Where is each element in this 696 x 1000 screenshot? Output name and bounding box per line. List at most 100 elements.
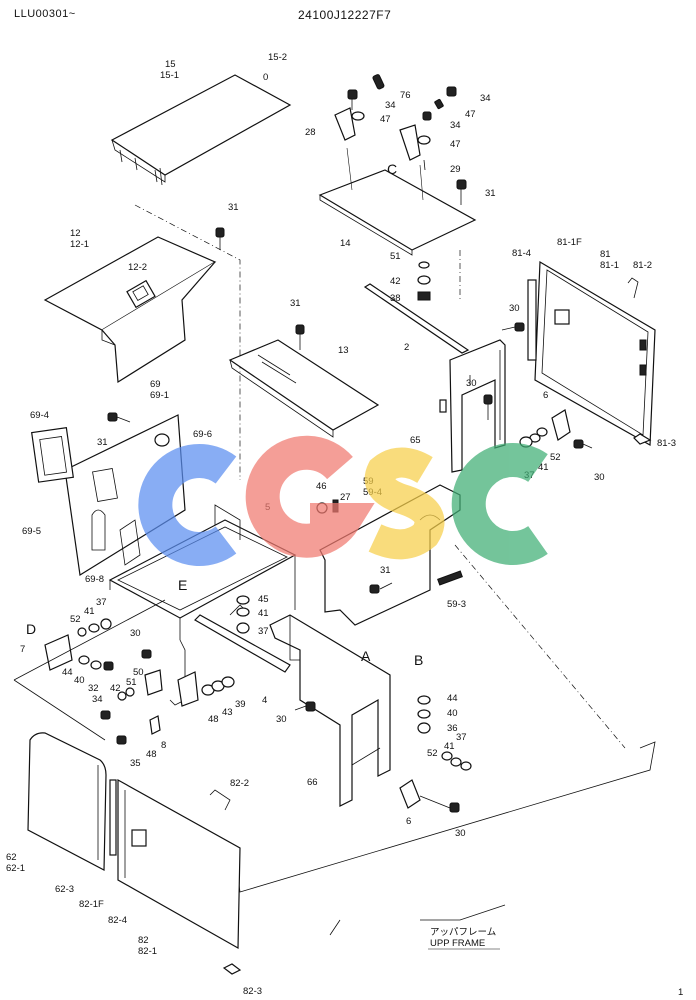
label-30-b: 30 [466, 378, 477, 389]
label-69-6: 69-6 [193, 429, 212, 440]
label-81-4: 81-4 [512, 248, 531, 259]
label-81-3: 81-3 [657, 438, 676, 449]
label-43: 43 [222, 707, 233, 718]
label-30-a: 30 [509, 303, 520, 314]
label-81-2: 81-2 [633, 260, 652, 271]
label-40-b: 40 [447, 708, 458, 719]
watermark-letter-g [245, 435, 375, 558]
label-36: 36 [447, 723, 458, 734]
label-31-c: 31 [290, 298, 301, 309]
label-29: 29 [450, 164, 461, 175]
part-66-stand [269, 614, 460, 813]
parts-51-42-38-2 [363, 261, 470, 354]
label-44-a: 44 [62, 667, 73, 678]
part-12-cover [43, 227, 225, 384]
label-69: 69 [150, 379, 161, 390]
label-52-a: 52 [550, 452, 561, 463]
watermark-letter-c1 [138, 444, 237, 566]
label-51-a: 51 [390, 251, 401, 262]
label-30-e: 30 [276, 714, 287, 725]
upper-frame-label-jp: アッパフレーム [430, 927, 496, 938]
label-52-b: 52 [70, 614, 81, 625]
view-letter-c: C [387, 161, 397, 177]
label-30-f: 30 [455, 828, 466, 839]
label-41-d: 41 [444, 741, 455, 752]
label-66: 66 [307, 777, 318, 788]
label-31-a: 31 [485, 188, 496, 199]
label-59-3: 59-3 [447, 599, 466, 610]
part-81-panel [527, 260, 656, 447]
label-2: 2 [404, 342, 409, 353]
label-38: 38 [390, 293, 401, 304]
label-27: 27 [340, 492, 351, 503]
watermark-letter-s [364, 447, 445, 560]
header-code-left: LLU00301~ [14, 8, 76, 20]
label-0: 0 [263, 72, 268, 83]
label-41-a: 41 [538, 462, 549, 473]
label-42-a: 42 [390, 276, 401, 287]
label-35: 35 [130, 758, 141, 769]
label-76: 76 [400, 90, 411, 101]
washers-right-44-40-36 [417, 695, 472, 771]
label-82: 82 [138, 935, 149, 946]
label-30-c: 30 [594, 472, 605, 483]
label-62-1: 62-1 [6, 863, 25, 874]
label-6-a: 6 [543, 390, 548, 401]
label-14: 14 [340, 238, 351, 249]
label-82-2: 82-2 [230, 778, 249, 789]
upper-frame-label-en: UPP FRAME [430, 938, 485, 949]
label-31-d: 31 [97, 437, 108, 448]
view-letter-b: B [414, 652, 423, 668]
label-15-2: 15-2 [268, 52, 287, 63]
label-82-1: 82-1 [138, 946, 157, 957]
label-47-b: 47 [465, 109, 476, 120]
label-50: 50 [133, 667, 144, 678]
label-41-b: 41 [258, 608, 269, 619]
label-47-a: 47 [380, 114, 391, 125]
label-31-e: 31 [380, 565, 391, 576]
label-37-c: 37 [96, 597, 107, 608]
label-7: 7 [20, 644, 25, 655]
label-62-3: 62-3 [55, 884, 74, 895]
label-47-c: 47 [450, 139, 461, 150]
label-52-c: 52 [427, 748, 438, 759]
label-41-c: 41 [84, 606, 95, 617]
label-69-8: 69-8 [85, 574, 104, 585]
label-4: 4 [262, 695, 267, 706]
label-69-5: 69-5 [22, 526, 41, 537]
label-34-d: 34 [92, 694, 103, 705]
label-69-1: 69-1 [150, 390, 169, 401]
washers-45-41-37 [236, 595, 250, 634]
label-51-b: 51 [126, 677, 137, 688]
label-40-a: 40 [74, 675, 85, 686]
label-81-1: 81-1 [600, 260, 619, 271]
label-82-4: 82-4 [108, 915, 127, 926]
watermark-letter-c2 [451, 443, 548, 565]
label-65: 65 [410, 435, 421, 446]
part-6-bracket-right [519, 409, 593, 449]
label-12-1: 12-1 [70, 239, 89, 250]
part-13-plate [228, 324, 380, 438]
view-letter-e: E [178, 577, 187, 593]
page-number: 1 [678, 987, 683, 998]
part-14-plate [318, 74, 477, 256]
label-81: 81 [600, 249, 611, 260]
label-34-a: 34 [385, 100, 396, 111]
label-39: 39 [235, 699, 246, 710]
label-69-4: 69-4 [30, 410, 49, 421]
label-44-b: 44 [447, 693, 458, 704]
left-bracket-cluster [13, 599, 235, 745]
callout-labels: 15 15-1 15-2 0 76 34 34 34 47 47 47 28 C… [6, 52, 683, 998]
label-48-b: 48 [146, 749, 157, 760]
label-37-b: 37 [258, 626, 269, 637]
watermark-cgsc [138, 435, 548, 566]
label-37-d: 37 [456, 732, 467, 743]
part-15-cover-plate [110, 74, 292, 186]
label-45: 45 [258, 594, 269, 605]
part-62-door [27, 732, 117, 871]
label-12-2: 12-2 [128, 262, 147, 273]
view-letter-a: A [361, 648, 371, 664]
label-15: 15 [165, 59, 176, 70]
label-82-3: 82-3 [243, 986, 262, 997]
